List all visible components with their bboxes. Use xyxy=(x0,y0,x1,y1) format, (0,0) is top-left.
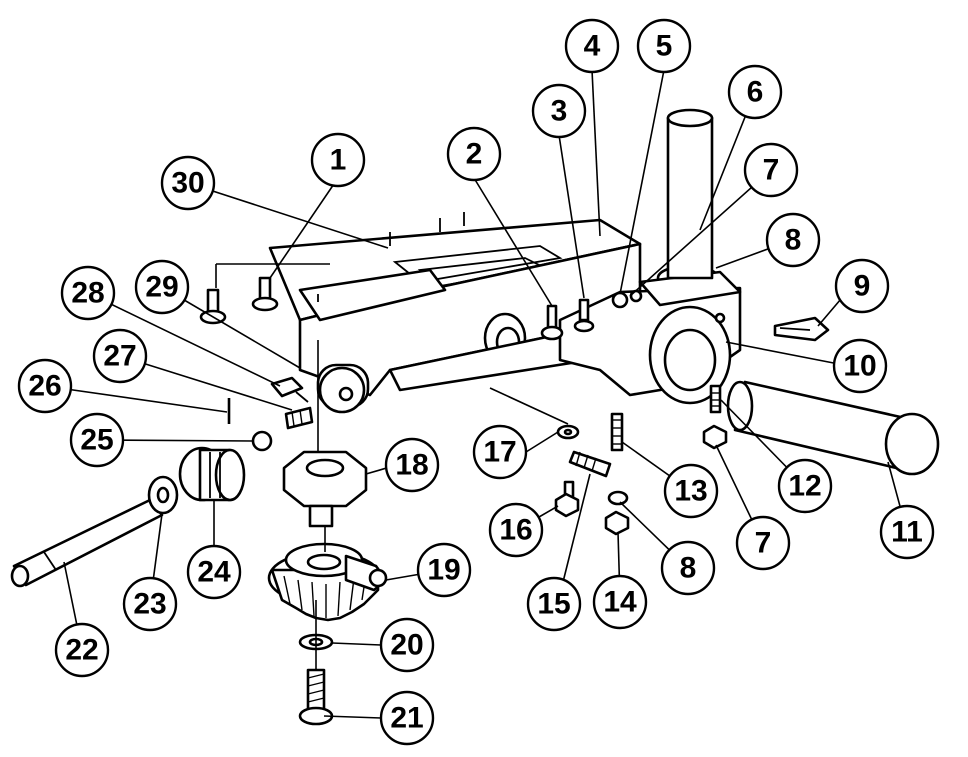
balloon-9: 9 xyxy=(834,258,890,314)
balloon-19: 19 xyxy=(416,542,472,598)
balloon-22: 22 xyxy=(54,622,110,678)
balloon-18: 18 xyxy=(384,437,440,493)
balloon-24: 24 xyxy=(186,544,242,600)
balloon-7-lower: 7 xyxy=(735,515,791,571)
balloon-12: 12 xyxy=(777,458,833,514)
balloon-24-label: 24 xyxy=(197,556,231,589)
left-bracket-pin xyxy=(270,376,309,403)
balloon-16: 16 xyxy=(488,502,544,558)
balloon-9-label: 9 xyxy=(854,270,871,303)
left-shaft-assembly xyxy=(10,398,273,588)
balloon-25: 25 xyxy=(69,412,125,468)
balloon-17: 17 xyxy=(472,424,528,480)
balloon-6: 6 xyxy=(727,64,783,120)
cotter-pin xyxy=(773,316,830,342)
balloon-4-label: 4 xyxy=(584,30,601,63)
balloon-20: 20 xyxy=(379,617,435,673)
balloon-23: 23 xyxy=(122,576,178,632)
balloon-29-label: 29 xyxy=(145,271,178,304)
frame-screws xyxy=(199,276,595,341)
balloon-7-lower-label: 7 xyxy=(755,527,772,560)
balloon-10: 10 xyxy=(832,338,888,394)
balloon-11: 11 xyxy=(879,504,935,560)
balloon-21: 21 xyxy=(379,690,435,746)
balloon-11-label: 11 xyxy=(891,516,923,549)
balloon-28-label: 28 xyxy=(71,277,104,310)
balloon-15: 15 xyxy=(526,576,582,632)
balloon-14-label: 14 xyxy=(603,586,637,619)
balloon-18-label: 18 xyxy=(395,449,428,482)
balloon-6-label: 6 xyxy=(747,76,764,109)
upright-tube xyxy=(666,108,714,280)
balloon-8-lower: 8 xyxy=(660,540,716,596)
balloon-10-label: 10 xyxy=(843,350,876,383)
balloon-21-label: 21 xyxy=(390,702,423,735)
balloon-7-upper-label: 7 xyxy=(763,154,780,187)
balloon-27: 27 xyxy=(92,328,148,384)
balloon-25-label: 25 xyxy=(80,424,113,457)
balloon-17-label: 17 xyxy=(483,436,516,469)
balloon-12-label: 12 xyxy=(788,470,821,503)
balloon-26-label: 26 xyxy=(28,370,61,403)
balloon-27-label: 27 xyxy=(103,340,136,373)
balloon-19-label: 19 xyxy=(427,554,460,587)
handle-grip xyxy=(726,380,940,476)
balloon-30: 30 xyxy=(160,155,216,211)
balloon-20-label: 20 xyxy=(390,629,423,662)
balloon-7-upper: 7 xyxy=(743,142,799,198)
balloon-1: 1 xyxy=(310,132,366,188)
balloon-26: 26 xyxy=(17,358,73,414)
balloon-8-upper-label: 8 xyxy=(785,224,802,257)
balloon-3: 3 xyxy=(531,83,587,139)
center-gear-stack xyxy=(267,450,388,726)
balloon-30-label: 30 xyxy=(171,167,204,200)
balloon-1-label: 1 xyxy=(330,144,347,177)
balloon-16-label: 16 xyxy=(499,514,532,547)
balloon-8-upper: 8 xyxy=(765,212,821,268)
balloon-23-label: 23 xyxy=(133,588,166,621)
washers-nuts xyxy=(554,424,728,536)
balloon-3-label: 3 xyxy=(551,95,568,128)
balloon-5-label: 5 xyxy=(656,30,673,63)
balloon-2-label: 2 xyxy=(466,138,483,171)
balloon-14: 14 xyxy=(592,574,648,630)
balloon-15-label: 15 xyxy=(537,588,570,621)
balloon-2: 2 xyxy=(446,126,502,182)
springs xyxy=(284,384,722,478)
balloon-29: 29 xyxy=(134,259,190,315)
balloon-13: 13 xyxy=(663,463,719,519)
balloon-4: 4 xyxy=(564,18,620,74)
balloon-13-label: 13 xyxy=(674,475,707,508)
balloon-28: 28 xyxy=(60,265,116,321)
balloon-8-lower-label: 8 xyxy=(680,552,697,585)
balloon-5: 5 xyxy=(636,18,692,74)
balloon-22-label: 22 xyxy=(65,634,98,667)
